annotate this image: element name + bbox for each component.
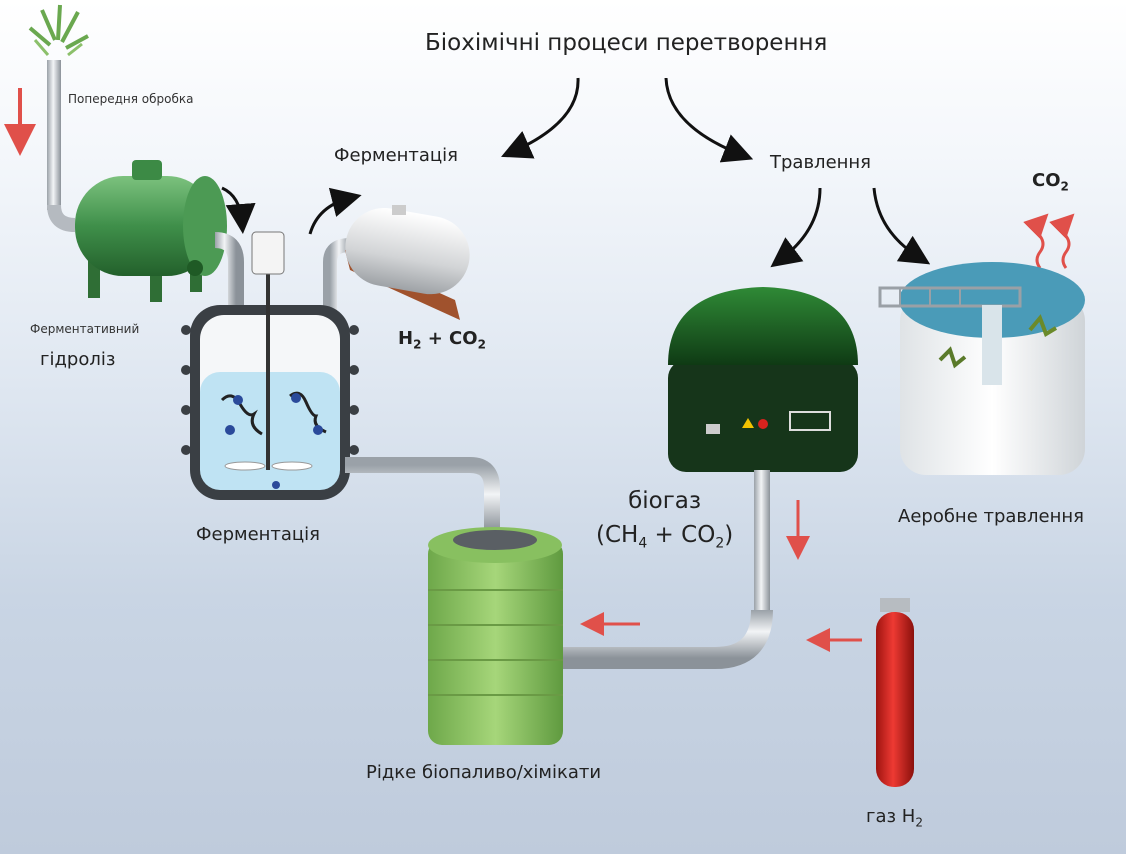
gas-h2-word: газ H: [866, 806, 916, 827]
biogas-label: біогаз (CH4 + CO2): [596, 484, 733, 561]
hydrogen-cylinder: [876, 598, 914, 787]
label-fermentation-bottom: Ферментація: [196, 524, 321, 545]
gas-h2-sub: 2: [915, 815, 923, 830]
biogas-pipe: [560, 470, 900, 669]
fermenter-to-storage-pipe: [345, 457, 500, 530]
co2-release-arrows: [1023, 213, 1075, 269]
co2-sub: 2: [1060, 179, 1069, 194]
label-gas-h2: газ H2: [866, 806, 923, 830]
label-enzymatic-bottom: гідроліз: [40, 349, 116, 370]
formula-h-sub: 2: [413, 337, 422, 352]
biogas-ch-sub: 4: [638, 535, 648, 552]
biomass-plant-icon: [28, 4, 89, 57]
formula-h2-co2: H2 + CO2: [398, 328, 486, 352]
liquid-storage-tank: [428, 527, 563, 745]
biogas-digester: [668, 287, 858, 472]
gas-storage-tank: [345, 205, 470, 320]
red-flow-arrows: [580, 500, 862, 652]
biogas-formula: (CH4 + CO2): [596, 518, 733, 561]
formula-co-sub: 2: [477, 337, 486, 352]
biogas-co-sub: 2: [715, 535, 725, 552]
label-enzymatic-top: Ферментативний: [30, 322, 140, 336]
hydrolysis-tank: [75, 160, 227, 302]
biogas-open: (CH: [596, 522, 639, 548]
formula-h: H: [398, 328, 414, 349]
co2-co: CO: [1032, 170, 1061, 191]
pretreatment-pipe: [47, 60, 76, 232]
flow-arrows: [221, 77, 931, 268]
formula-co: + CO: [421, 328, 478, 349]
diagram-title: Біохімічні процеси перетворення: [425, 30, 828, 56]
biogas-mid: + CO: [647, 522, 716, 548]
biogas-close: ): [724, 522, 734, 548]
fermenter-vessel: [181, 231, 359, 500]
biogas-word: біогаз: [628, 488, 702, 514]
label-fermentation-top: Ферментація: [334, 145, 459, 166]
label-pretreatment: Попередня обробка: [68, 92, 194, 106]
label-digestion: Травлення: [770, 152, 872, 173]
aerobic-tank: [878, 262, 1085, 475]
label-liquid-biofuel: Рідке біопаливо/хімікати: [366, 762, 602, 783]
label-aerobic-digestion: Аеробне травлення: [898, 506, 1084, 527]
formula-co2: CO2: [1032, 170, 1069, 194]
